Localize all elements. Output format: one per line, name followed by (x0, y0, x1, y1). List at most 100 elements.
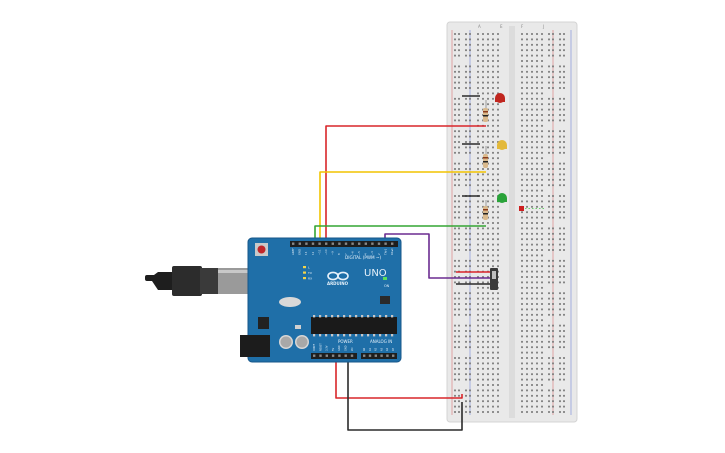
breadboard-hole[interactable] (541, 33, 543, 35)
breadboard-hole[interactable] (492, 249, 494, 251)
breadboard-hole[interactable] (454, 162, 456, 165)
breadboard-hole[interactable] (465, 76, 467, 79)
breadboard-hole[interactable] (469, 281, 471, 284)
breadboard-hole[interactable] (531, 76, 533, 79)
breadboard-hole[interactable] (536, 357, 538, 359)
breadboard-hole[interactable] (548, 400, 550, 403)
breadboard-hole[interactable] (531, 389, 533, 392)
breadboard-hole[interactable] (559, 54, 561, 57)
breadboard-hole[interactable] (541, 60, 543, 62)
breadboard-hole[interactable] (531, 178, 533, 181)
breadboard-hole[interactable] (482, 130, 484, 133)
breadboard-hole[interactable] (536, 259, 538, 262)
breadboard-hole[interactable] (541, 151, 543, 154)
breadboard-hole[interactable] (559, 394, 561, 397)
breadboard-hole[interactable] (559, 162, 561, 165)
breadboard-hole[interactable] (552, 76, 554, 79)
breadboard-hole[interactable] (521, 141, 523, 143)
breadboard-hole[interactable] (469, 178, 471, 181)
breadboard-hole[interactable] (458, 54, 460, 57)
breadboard-hole[interactable] (454, 303, 456, 305)
breadboard-hole[interactable] (477, 87, 479, 89)
breadboard-hole[interactable] (559, 130, 561, 133)
breadboard-hole[interactable] (469, 330, 471, 332)
breadboard-hole[interactable] (454, 114, 456, 116)
breadboard-hole[interactable] (477, 346, 479, 349)
breadboard-hole[interactable] (536, 330, 538, 332)
breadboard-hole[interactable] (497, 292, 499, 295)
breadboard-hole[interactable] (492, 124, 494, 127)
breadboard-hole[interactable] (563, 43, 565, 46)
breadboard-hole[interactable] (487, 313, 489, 316)
breadboard-hole[interactable] (492, 189, 494, 192)
breadboard-hole[interactable] (465, 65, 467, 68)
breadboard-hole[interactable] (552, 173, 554, 176)
breadboard-hole[interactable] (548, 340, 550, 343)
breadboard-hole[interactable] (548, 362, 550, 365)
breadboard-hole[interactable] (548, 195, 550, 197)
breadboard-hole[interactable] (497, 43, 499, 46)
breadboard-hole[interactable] (477, 38, 479, 41)
breadboard-hole[interactable] (487, 276, 489, 278)
breadboard-hole[interactable] (469, 135, 471, 138)
breadboard-hole[interactable] (458, 65, 460, 68)
breadboard-hole[interactable] (521, 211, 523, 214)
breadboard-hole[interactable] (477, 114, 479, 116)
breadboard-hole[interactable] (487, 303, 489, 305)
breadboard-hole[interactable] (458, 70, 460, 73)
breadboard-hole[interactable] (536, 108, 538, 111)
breadboard-hole[interactable] (552, 330, 554, 332)
breadboard-hole[interactable] (458, 400, 460, 403)
breadboard-hole[interactable] (531, 200, 533, 203)
breadboard-hole[interactable] (477, 394, 479, 397)
breadboard-hole[interactable] (563, 303, 565, 305)
breadboard-hole[interactable] (465, 173, 467, 176)
breadboard-hole[interactable] (541, 303, 543, 305)
breadboard-hole[interactable] (541, 130, 543, 133)
breadboard-hole[interactable] (492, 130, 494, 133)
breadboard-hole[interactable] (492, 141, 494, 143)
breadboard-hole[interactable] (458, 243, 460, 246)
breadboard-hole[interactable] (482, 49, 484, 52)
breadboard-hole[interactable] (454, 346, 456, 349)
breadboard-hole[interactable] (487, 151, 489, 154)
breadboard-hole[interactable] (458, 276, 460, 278)
breadboard-hole[interactable] (552, 243, 554, 246)
breadboard-hole[interactable] (477, 76, 479, 79)
breadboard-hole[interactable] (497, 378, 499, 381)
breadboard-hole[interactable] (541, 97, 543, 100)
breadboard-hole[interactable] (497, 357, 499, 359)
breadboard-hole[interactable] (559, 270, 561, 273)
header-pin[interactable] (374, 354, 377, 357)
breadboard-hole[interactable] (477, 351, 479, 354)
breadboard-hole[interactable] (492, 81, 494, 84)
breadboard-hole[interactable] (536, 297, 538, 300)
breadboard-hole[interactable] (536, 135, 538, 138)
breadboard-hole[interactable] (552, 200, 554, 203)
breadboard-hole[interactable] (487, 265, 489, 268)
breadboard-hole[interactable] (548, 200, 550, 203)
breadboard-hole[interactable] (497, 394, 499, 397)
breadboard-hole[interactable] (541, 76, 543, 79)
breadboard-hole[interactable] (552, 357, 554, 359)
breadboard-hole[interactable] (477, 286, 479, 289)
breadboard-hole[interactable] (465, 184, 467, 187)
breadboard-hole[interactable] (548, 114, 550, 116)
breadboard-hole[interactable] (541, 411, 543, 413)
breadboard-hole[interactable] (454, 146, 456, 149)
breadboard-hole[interactable] (559, 232, 561, 235)
breadboard-hole[interactable] (541, 146, 543, 149)
breadboard-hole[interactable] (469, 313, 471, 316)
usb-cable[interactable] (145, 266, 248, 296)
breadboard-hole[interactable] (536, 335, 538, 338)
breadboard-hole[interactable] (458, 49, 460, 52)
breadboard-hole[interactable] (477, 313, 479, 316)
breadboard-hole[interactable] (465, 324, 467, 327)
breadboard-hole[interactable] (454, 33, 456, 35)
breadboard-hole[interactable] (541, 367, 543, 370)
breadboard-hole[interactable] (487, 81, 489, 84)
breadboard-hole[interactable] (454, 373, 456, 376)
breadboard-hole[interactable] (552, 405, 554, 408)
breadboard-hole[interactable] (454, 227, 456, 230)
breadboard-hole[interactable] (492, 292, 494, 295)
